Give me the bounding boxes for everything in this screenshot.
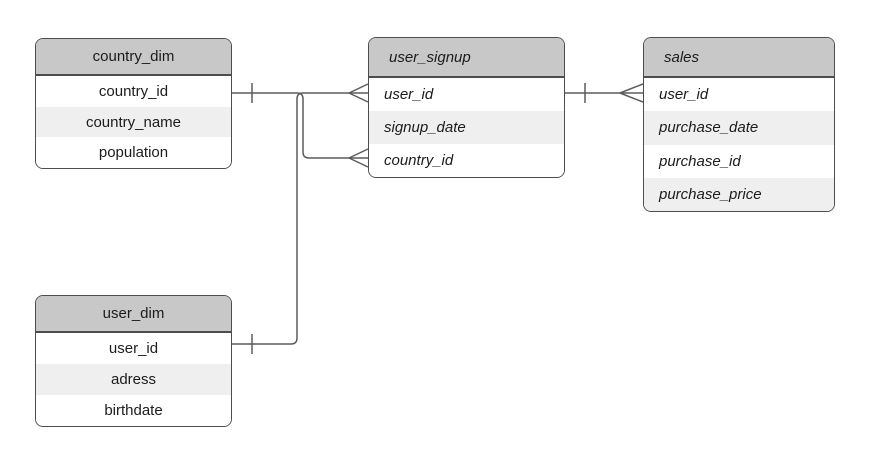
entity-user-dim[interactable]: user_dim user_id adress birthdate (35, 295, 232, 427)
field-row-birthdate[interactable]: birthdate (36, 395, 231, 426)
relationship-user-dim-user-signup[interactable] (232, 83, 369, 354)
relationship-line[interactable] (232, 92, 368, 345)
entity-user-signup[interactable]: user_signup user_id signup_date country_… (368, 37, 565, 178)
relationship-user-signup-sales[interactable] (565, 83, 644, 103)
field-row-user-id[interactable]: user_id (36, 333, 231, 364)
crow-foot-many-icon (619, 83, 644, 103)
field-row-signup-date[interactable]: signup_date (369, 111, 564, 144)
field-row-purchase-date[interactable]: purchase_date (644, 111, 834, 145)
field-row-adress[interactable]: adress (36, 364, 231, 395)
crow-foot-many-icon (348, 148, 369, 168)
field-row-country-name[interactable]: country_name (36, 106, 231, 138)
entity-title[interactable]: user_signup (369, 38, 564, 78)
field-row-user-id[interactable]: user_id (644, 78, 834, 112)
field-row-purchase-id[interactable]: purchase_id (644, 144, 834, 178)
entity-country-dim[interactable]: country_dim country_id country_name popu… (35, 38, 232, 169)
field-row-country-id[interactable]: country_id (36, 76, 231, 107)
field-row-population[interactable]: population (36, 137, 231, 168)
crow-foot-many-icon (348, 83, 369, 103)
field-row-user-id[interactable]: user_id (369, 78, 564, 111)
entity-title[interactable]: user_dim (36, 296, 231, 333)
entity-title[interactable]: sales (644, 38, 834, 78)
entity-sales[interactable]: sales user_id purchase_date purchase_id … (643, 37, 835, 212)
entity-title[interactable]: country_dim (36, 39, 231, 76)
relationship-country-dim-user-signup[interactable] (232, 83, 369, 168)
field-row-purchase-price[interactable]: purchase_price (644, 177, 834, 211)
field-row-country-id[interactable]: country_id (369, 144, 564, 177)
